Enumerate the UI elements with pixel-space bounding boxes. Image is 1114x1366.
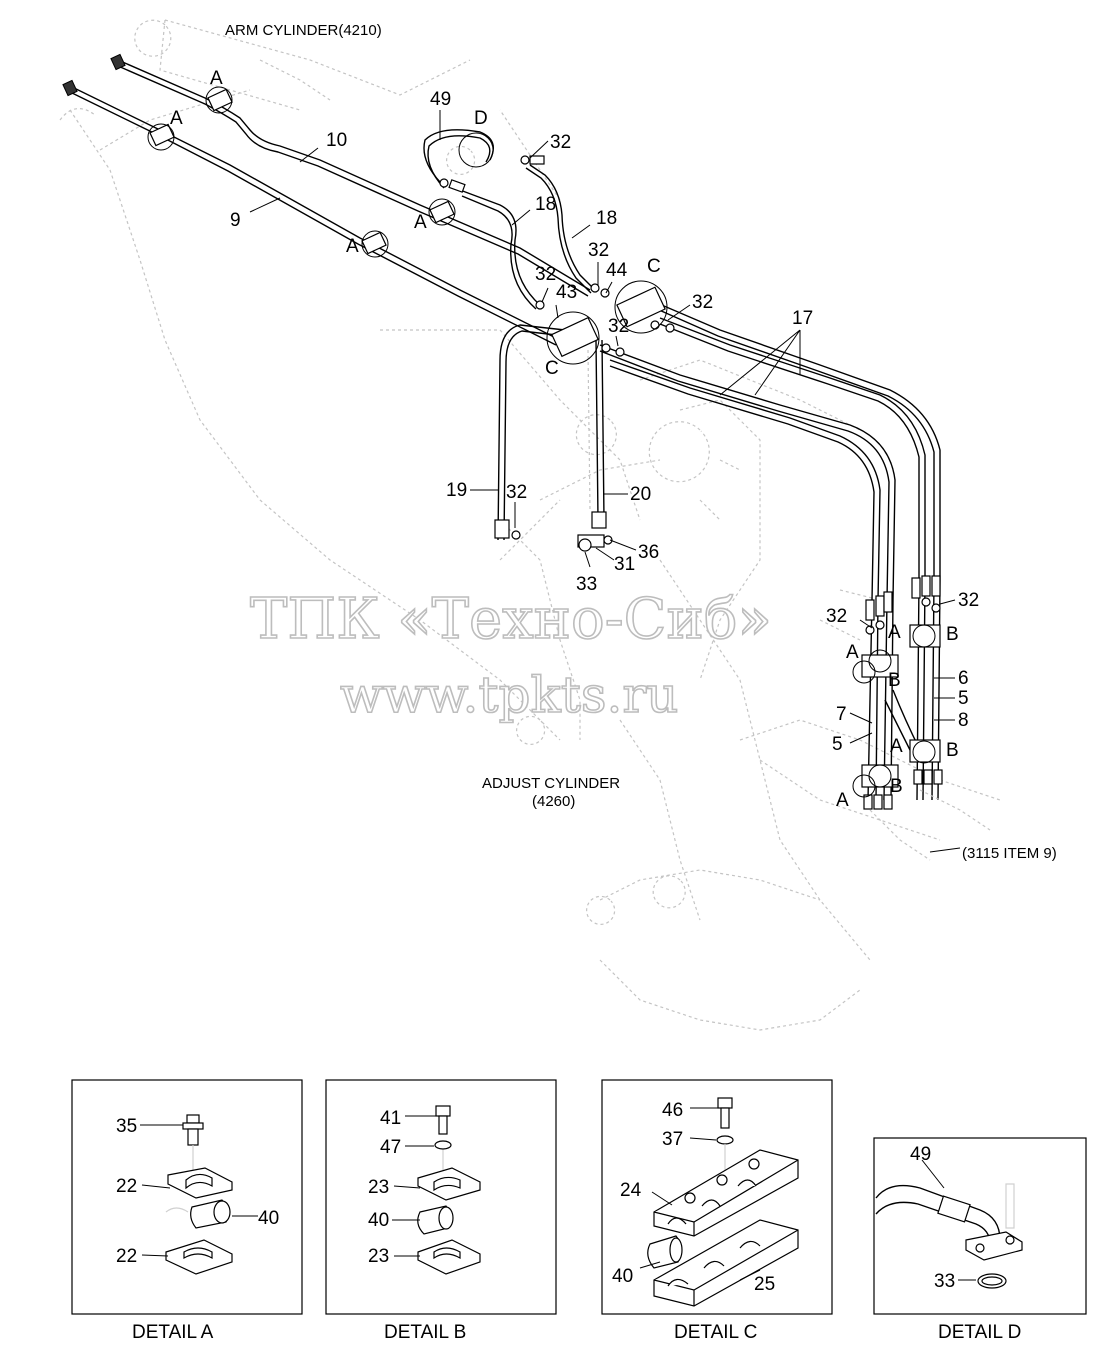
- detail-c-callout-37: 37: [662, 1129, 683, 1150]
- detail-c-panel: 46 37 24 40 25 DETAIL C: [601, 1079, 833, 1343]
- detail-a-callout-22: 22: [116, 1176, 137, 1197]
- detail-d-callout-33: 33: [934, 1271, 955, 1292]
- callout-10: 10: [326, 130, 347, 151]
- callout-43: 43: [556, 282, 577, 303]
- callout-32: 32: [692, 292, 713, 313]
- detail-a-caption: DETAIL A: [132, 1322, 214, 1343]
- callout-32: 32: [826, 606, 847, 627]
- detail-b-caption: DETAIL B: [384, 1322, 466, 1343]
- detail-c-callout-24: 24: [620, 1180, 642, 1201]
- callout-A: A: [890, 736, 903, 757]
- detail-d-panel: 49 33 DETAIL D: [873, 1137, 1087, 1343]
- detail-b-callout-41: 41: [380, 1108, 401, 1129]
- hose-end-fittings: [863, 575, 943, 810]
- callout-7: 7: [836, 704, 847, 725]
- callout-9: 9: [230, 210, 241, 231]
- detail-c-callout-46: 46: [662, 1100, 683, 1121]
- detail-a-callout-35: 35: [116, 1116, 137, 1137]
- callout-B: B: [946, 740, 959, 761]
- detail-b-callout-23: 23: [368, 1246, 389, 1267]
- watermark-line1: ТПК «Техно-Сиб»: [250, 587, 772, 652]
- callout-5: 5: [958, 688, 969, 709]
- callout-A: A: [170, 108, 183, 129]
- callout-B: B: [946, 624, 959, 645]
- callout-A: A: [210, 68, 223, 89]
- callout-32: 32: [958, 590, 979, 611]
- detail-d-callout-49: 49: [910, 1144, 931, 1165]
- machine-ghost-outline: [59, 19, 1001, 1031]
- detail-b-callout-40: 40: [368, 1210, 389, 1231]
- callout-B: B: [888, 670, 901, 691]
- callout-A: A: [414, 212, 427, 233]
- pipe-assembly: [62, 53, 991, 861]
- callout-A: A: [346, 236, 359, 257]
- callout-32: 32: [550, 132, 571, 153]
- detail-c-callout-25: 25: [754, 1274, 775, 1295]
- callout-18: 18: [535, 194, 556, 215]
- callout-C: C: [545, 358, 559, 379]
- callout-A: A: [836, 790, 849, 811]
- callout-32: 32: [588, 240, 609, 261]
- callout-C: C: [647, 256, 661, 277]
- callout-B: B: [890, 776, 903, 797]
- detail-c-caption: DETAIL C: [674, 1322, 757, 1343]
- callout-44: 44: [606, 260, 628, 281]
- callout-D: D: [474, 108, 488, 129]
- adjust-cylinder-code: (4260): [532, 793, 575, 810]
- detail-a-callout-22: 22: [116, 1246, 137, 1267]
- arm-cylinder-title: ARM CYLINDER(4210): [225, 22, 382, 39]
- leader-lines: [249, 110, 961, 853]
- callout-18: 18: [596, 208, 617, 229]
- detail-reference-circles: [147, 86, 936, 798]
- callout-A: A: [846, 642, 859, 663]
- callout-A: A: [888, 622, 901, 643]
- callout-32: 32: [506, 482, 527, 503]
- callout-36: 36: [638, 542, 659, 563]
- callout-33: 33: [576, 574, 597, 595]
- callout-20: 20: [630, 484, 651, 505]
- callout-49: 49: [430, 89, 451, 110]
- callout-32: 32: [535, 264, 556, 285]
- main-labels: ARM CYLINDER(4210) 49 D 32 A A 10 9 A A …: [170, 22, 1057, 862]
- callout-8: 8: [958, 710, 969, 731]
- callout-6: 6: [958, 668, 969, 689]
- detail-b-callout-47: 47: [380, 1137, 401, 1158]
- detail-b-panel: 41 47 23 40 23 DETAIL B: [325, 1079, 557, 1343]
- watermark-line2: www.tpkts.ru: [340, 666, 679, 724]
- detail-a-panel: 35 22 40 22 DETAIL A: [71, 1079, 303, 1343]
- detail-b-callout-23: 23: [368, 1177, 389, 1198]
- callout-19: 19: [446, 480, 467, 501]
- callout-32: 32: [608, 316, 629, 337]
- callout-17: 17: [792, 308, 813, 329]
- detail-a-callout-40: 40: [258, 1208, 279, 1229]
- detail-d-caption: DETAIL D: [938, 1322, 1021, 1343]
- callout-5: 5: [832, 734, 843, 755]
- watermark: ТПК «Техно-Сиб» www.tpkts.ru: [249, 586, 772, 725]
- detail-c-callout-40: 40: [612, 1266, 633, 1287]
- reference-item-note: (3115 ITEM 9): [962, 845, 1057, 862]
- callout-31: 31: [614, 554, 635, 575]
- adjust-cylinder-title: ADJUST CYLINDER: [482, 775, 620, 792]
